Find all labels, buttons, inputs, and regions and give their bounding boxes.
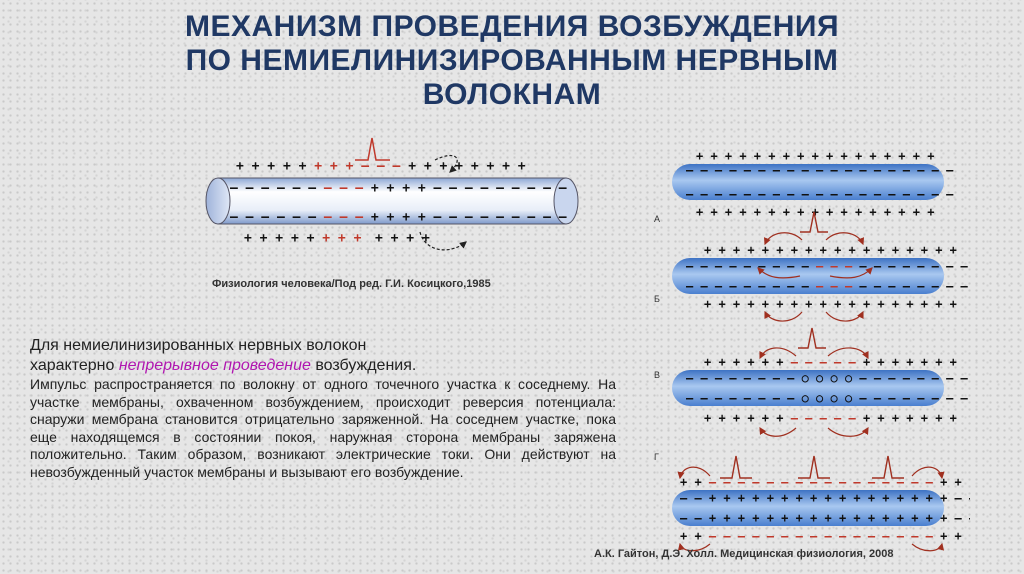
action-potential-spike: [355, 138, 390, 160]
top-figure-caption: Физиология человека/Под ред. Г.И. Косицк…: [212, 278, 491, 290]
lead-line-1: Для немиелинизированных нервных волокон: [30, 336, 616, 356]
main-text: Для немиелинизированных нервных волокон …: [30, 336, 616, 482]
svg-text:+ + + + + + + + + + + + + + +: + + + + + + + + + + + + + + + + + +: [704, 297, 957, 311]
title-line-2: ПО НЕМИЕЛИНИЗИРОВАННЫМ НЕРВНЫМ: [0, 44, 1024, 78]
title-line-3: ВОЛОКНАМ: [0, 78, 1024, 112]
fiber-G: + + – – – – – – – – – – – – – – – – + + …: [672, 456, 970, 551]
svg-text:+ + + + + + + + + + + + + + +: + + + + + + + + + + + + + + + + +: [696, 149, 934, 163]
fiber-A: + + + + + + + + + + + + + + + + + – – – …: [672, 149, 954, 219]
svg-text:– – + + + + + + + + + + + + +: – – + + + + + + + + + + + + + + + + + – …: [680, 491, 970, 505]
fiber-cylinder-end-left: [206, 178, 230, 224]
top-outer-plus: + + + + +: [236, 159, 314, 174]
svg-text:+ + + + + + + + – – – + + + +: + + + + + + + + – – – + + + + + + + +: [236, 159, 526, 174]
svg-text:– – – – – – – – ○ ○ ○ ○ – – –: – – – – – – – – ○ ○ ○ ○ – – – – – – – –: [686, 391, 969, 405]
svg-text:+ + – – – – – – – – – – – – –: + + – – – – – – – – – – – – – – – – + +: [680, 529, 962, 543]
svg-text:– – – – – – – – – + + + + – –: – – – – – – – – – + + + + – – – – – – – …: [230, 181, 567, 196]
body-paragraph: Импульс распространяется по волокну от о…: [30, 376, 616, 482]
svg-text:+ + + +: + + + +: [375, 231, 430, 246]
highlight-term: непрерывное проведение: [119, 357, 311, 374]
svg-text:– – – – – – – – – – – – – – –: – – – – – – – – – – – – – – – – – – –: [686, 163, 954, 177]
top-fiber-diagram: + + + + + + + + – – – + + + + + + + + – …: [200, 120, 590, 260]
page-title: МЕХАНИЗМ ПРОВЕДЕНИЯ ВОЗБУЖДЕНИЯ ПО НЕМИЕ…: [0, 10, 1024, 112]
svg-text:– – – – – – – – – – – – – – –: – – – – – – – – – – – – – – – – – – –: [686, 187, 954, 201]
svg-text:+ + – – – – – – – – – – – – –: + + – – – – – – – – – – – – – – – – + +: [680, 475, 962, 489]
svg-text:– – – – – – – – – – – – – – –: – – – – – – – – – – – – – – – – – – – – …: [686, 259, 970, 273]
label-A: А: [654, 214, 660, 224]
label-G: Г: [654, 452, 659, 462]
right-fiber-diagrams: А Б В Г + + + + + + + + + + + + + + + + …: [650, 140, 970, 552]
svg-text:+ + + + + + – – – – – + + +: + + + + + + – – – – – + + + + + + +: [704, 355, 957, 369]
fiber-V: + + + + + + – – – – – + + + + + + + – – …: [672, 328, 969, 436]
svg-text:+ + + + + + + +: + + + + + + + +: [244, 231, 362, 246]
svg-text:– – – – – – – – – + + + + – –: – – – – – – – – – + + + + – – – – – – – …: [230, 210, 567, 225]
svg-text:– – + + + + + + + + + + + + +: – – + + + + + + + + + + + + + + + + + – …: [680, 511, 970, 525]
fiber-B: + + + + + + + + + + + + + + + + + + – – …: [672, 212, 970, 321]
title-line-1: МЕХАНИЗМ ПРОВЕДЕНИЯ ВОЗБУЖДЕНИЯ: [0, 10, 1024, 44]
label-B: Б: [654, 294, 660, 304]
svg-text:+ + + + + + + + + + + + + + +: + + + + + + + + + + + + + + + + + +: [704, 243, 957, 257]
lead-line-2: характерно непрерывное проведение возбуж…: [30, 356, 616, 376]
svg-text:+ + + + + + – – – – – + + +: + + + + + + – – – – – + + + + + + +: [704, 411, 957, 425]
svg-text:– – – – – – – – – – – – – – –: – – – – – – – – – – – – – – – – – – – – …: [686, 279, 970, 293]
label-V: В: [654, 370, 660, 380]
bottom-figure-caption: А.К. Гайтон, Д.Э. Холл. Медицинская физи…: [594, 548, 893, 560]
svg-text:– – – – – – – – ○ ○ ○ ○ – – –: – – – – – – – – ○ ○ ○ ○ – – – – – – – –: [686, 371, 969, 385]
